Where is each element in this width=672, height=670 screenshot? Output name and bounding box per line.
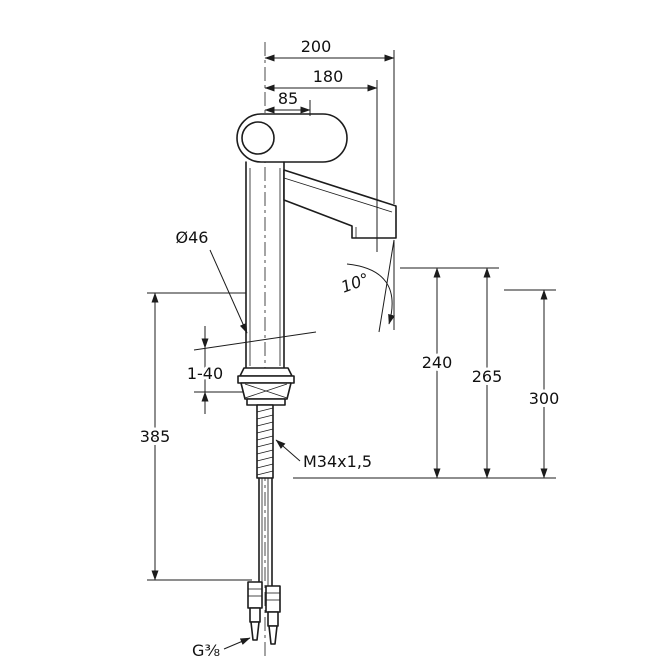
extension-lines [147, 50, 556, 581]
counter-surface-line [193, 331, 317, 351]
dim-180-label: 180 [313, 67, 344, 86]
dim-thread-label: M34x1,5 [303, 452, 372, 471]
angle-arc-arrow [346, 263, 395, 325]
hose-connector-left [247, 581, 263, 641]
hose-connector-right [265, 585, 281, 645]
dim-265-label: 265 [472, 367, 503, 386]
leader-diameter [209, 249, 248, 334]
dimension-labels: 200 180 85 Ø46 10° 240 265 300 1-40 385 … [137, 34, 563, 663]
dim-300-label: 300 [529, 389, 560, 408]
connection-hoses [258, 477, 273, 587]
dim-1-40-label: 1-40 [187, 364, 223, 383]
dimension-lines [151, 54, 548, 650]
dim-hose-connection-label: G⅜ [192, 641, 220, 660]
faucet-part [236, 42, 397, 658]
dim-240-label: 240 [422, 353, 453, 372]
lever-handle [236, 113, 348, 163]
angle-ref-tilted [378, 239, 395, 333]
dim-200-label: 200 [301, 37, 332, 56]
dim-diameter-label: Ø46 [176, 228, 209, 247]
base-washer [246, 398, 286, 406]
mounting-base [237, 367, 295, 406]
threaded-shank [256, 404, 274, 479]
handle-cap-circle [241, 121, 275, 155]
dim-385-label: 385 [140, 427, 171, 446]
spout [283, 169, 397, 239]
leader-hose-connection [223, 637, 251, 650]
base-seal [237, 375, 295, 384]
dim-85-label: 85 [278, 89, 298, 108]
dim-angle-label: 10° [339, 269, 372, 297]
leader-thread [275, 439, 301, 462]
